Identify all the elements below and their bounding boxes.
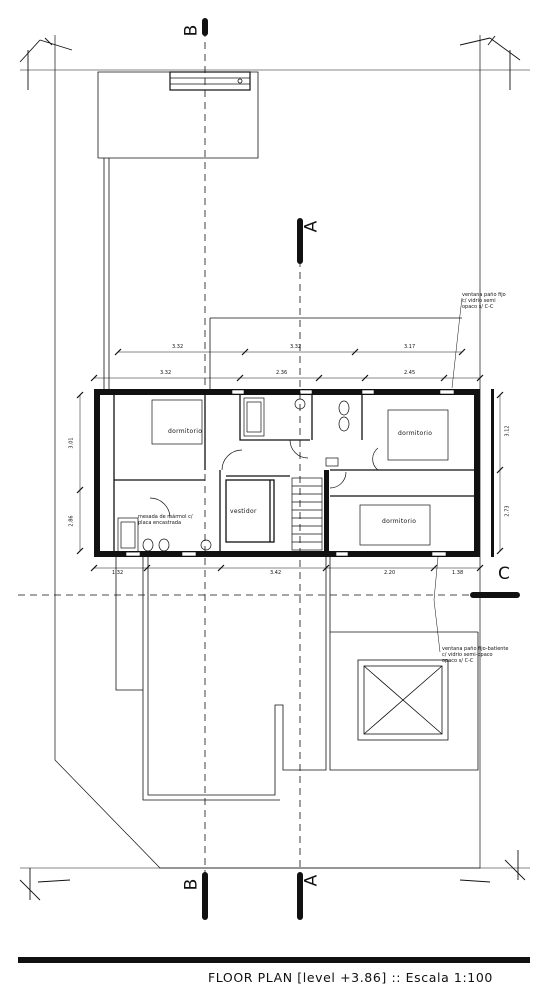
title-separator: :: <box>391 970 402 985</box>
dim-bot-3: 2.20 <box>384 570 396 576</box>
window-note-top-line-3: opaco s/ C-C <box>462 304 494 310</box>
dim-top-3: 3.17 <box>404 344 416 350</box>
stair <box>291 477 323 551</box>
vanity-note: mesada de mármol c/ placa encastrada <box>138 514 193 526</box>
bathtub-lower <box>117 517 139 553</box>
dim-left-1: 3.01 <box>68 437 75 449</box>
dim-top-4: 3.32 <box>160 370 172 376</box>
corner-mark-br <box>459 850 526 883</box>
site-boundary <box>54 35 481 869</box>
closet-box <box>225 479 275 543</box>
window-note-bottom: ventana paño fijo-batiente c/ vidrio sem… <box>442 646 540 664</box>
corner-mark-bl <box>19 868 71 901</box>
terrace-right <box>329 556 479 771</box>
dim-right-2: 2.73 <box>504 505 511 517</box>
dim-bot-1: 1.32 <box>112 570 124 576</box>
window-note-bottom-line-1: ventana paño fijo-batiente <box>442 646 509 652</box>
dim-top-5: 2.36 <box>276 370 288 376</box>
section-mark-a-bottom <box>297 872 303 920</box>
terrace-lower <box>147 556 327 796</box>
dim-top-1: 3.32 <box>172 344 184 350</box>
window-note-bottom-line-2: c/ vidrio semi-opaco <box>442 652 493 658</box>
room-label-closet: vestidor <box>230 508 257 515</box>
wall-right <box>474 389 480 557</box>
bathtub-upper <box>243 397 265 437</box>
drawing-title: FLOOR PLAN [level +3.86] :: Escala 1:100 <box>208 970 493 985</box>
annex-top <box>97 71 259 159</box>
dim-bot-2: 3.42 <box>270 570 282 576</box>
section-mark-c <box>470 592 520 598</box>
title-bar <box>18 957 530 963</box>
room-label-bedroom-1: dormitorio <box>168 428 203 435</box>
title-scale: Escala 1:100 <box>405 970 493 985</box>
room-label-bedroom-2: dormitorio <box>398 430 433 437</box>
section-label-a-top: A <box>301 220 322 233</box>
section-mark-b-top <box>202 18 208 36</box>
corner-mark-tr <box>459 35 521 90</box>
window-note-bottom-line-3: opaco s/ C-C <box>442 658 474 664</box>
wall-left <box>94 389 100 557</box>
section-mark-a-top <box>297 218 303 264</box>
room-label-bedroom-3: dormitorio <box>382 518 417 525</box>
wall-top <box>94 389 480 395</box>
section-label-a-bottom: A <box>301 874 322 887</box>
corner-mark-tl <box>19 37 73 90</box>
section-label-c: C <box>498 564 510 584</box>
annex-window <box>169 71 251 91</box>
skylight <box>357 659 449 741</box>
section-label-b-top: B <box>181 24 202 37</box>
title-main: FLOOR PLAN [level +3.86] <box>208 970 387 985</box>
dim-top-2: 3.32 <box>290 344 302 350</box>
dim-right-1: 3.12 <box>504 425 511 437</box>
dim-top-6: 2.45 <box>404 370 416 376</box>
section-mark-b-bottom <box>202 872 208 920</box>
window-note-top: ventana paño fijo c/ vidrio semi opaco s… <box>462 292 532 310</box>
window-note-top-line-2: c/ vidrio semi <box>462 298 496 304</box>
window-note-top-line-1: ventana paño fijo <box>462 292 506 298</box>
section-label-b-bottom: B <box>181 878 202 891</box>
dim-bot-4: 1.38 <box>452 570 464 576</box>
wall-bottom <box>94 551 480 557</box>
dim-left-2: 2.86 <box>68 515 75 527</box>
